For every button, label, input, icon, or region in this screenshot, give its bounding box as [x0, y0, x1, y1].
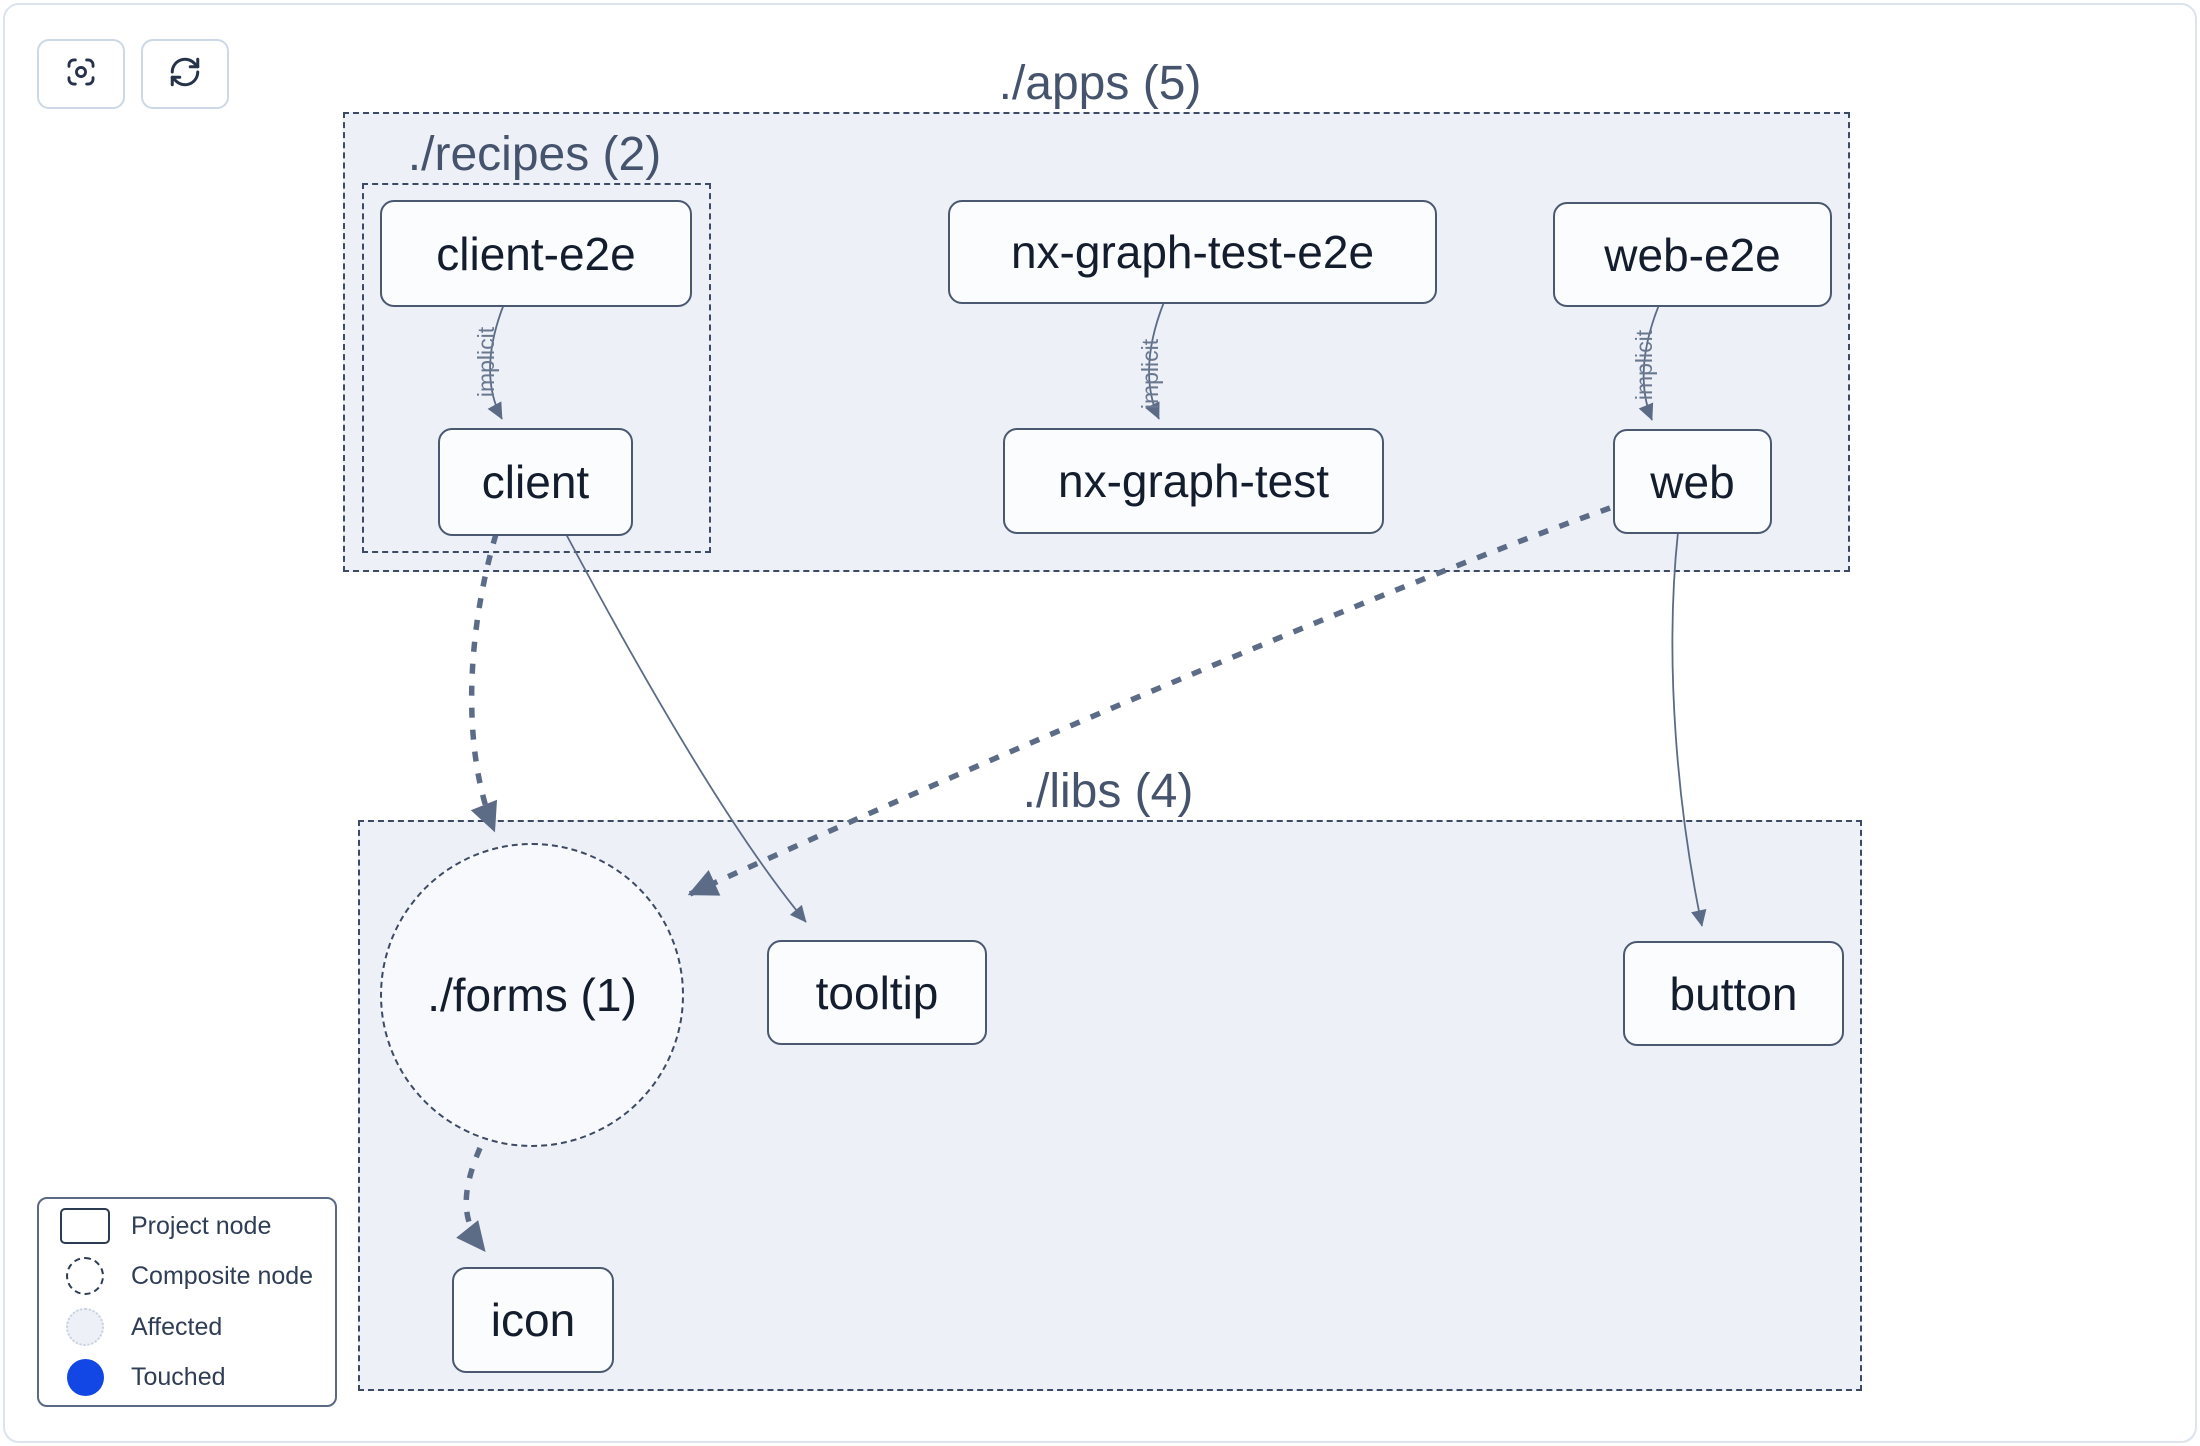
- legend-row-affected: Affected: [39, 1308, 335, 1346]
- legend-label-affected: Affected: [131, 1312, 223, 1341]
- project-node-nx-graph-test[interactable]: nx-graph-test: [1003, 428, 1384, 534]
- project-node-legend-icon: [39, 1208, 131, 1244]
- legend-row-touched: Touched: [39, 1359, 335, 1396]
- focus-view-button[interactable]: [37, 39, 125, 109]
- legend-label-touched: Touched: [131, 1363, 226, 1391]
- refresh-icon: [167, 54, 203, 95]
- focus-icon: [64, 55, 98, 94]
- refresh-button[interactable]: [141, 39, 229, 109]
- project-node-nx-graph-test-e2e[interactable]: nx-graph-test-e2e: [948, 200, 1437, 304]
- graph-toolbar: [37, 39, 229, 109]
- project-node-nx-graph-test-e2e-label: nx-graph-test-e2e: [1010, 226, 1375, 278]
- project-node-tooltip[interactable]: tooltip: [767, 940, 987, 1045]
- legend: Project node Composite node Affected Tou…: [37, 1197, 337, 1407]
- composite-node-legend-icon: [39, 1257, 131, 1295]
- project-node-web[interactable]: web: [1613, 429, 1772, 534]
- project-node-icon-label: icon: [490, 1294, 576, 1346]
- project-node-client-e2e-label: client-e2e: [436, 227, 636, 280]
- legend-label-composite-node: Composite node: [131, 1261, 314, 1290]
- project-node-button-label: button: [1669, 967, 1798, 1020]
- touched-legend-icon: [39, 1359, 131, 1396]
- group-apps-label: ./apps (5): [998, 57, 1202, 110]
- project-node-client[interactable]: client: [438, 428, 633, 536]
- project-node-icon[interactable]: icon: [452, 1267, 614, 1373]
- composite-node-forms[interactable]: ./forms (1): [380, 843, 684, 1147]
- project-node-client-label: client: [481, 456, 590, 508]
- project-node-web-e2e-label: web-e2e: [1604, 228, 1781, 281]
- project-node-web-e2e[interactable]: web-e2e: [1553, 202, 1832, 307]
- legend-label-project-node: Project node: [131, 1211, 272, 1240]
- composite-node-forms-label: ./forms (1): [427, 969, 637, 1021]
- group-recipes-label: ./recipes (2): [407, 128, 662, 181]
- project-node-button[interactable]: button: [1623, 941, 1844, 1046]
- project-node-web-label: web: [1650, 455, 1735, 508]
- affected-legend-icon: [39, 1308, 131, 1346]
- legend-row-project-node: Project node: [39, 1208, 335, 1244]
- project-node-tooltip-label: tooltip: [815, 966, 939, 1019]
- project-node-nx-graph-test-label: nx-graph-test: [1057, 455, 1329, 507]
- project-node-client-e2e[interactable]: client-e2e: [380, 200, 692, 307]
- legend-row-composite-node: Composite node: [39, 1257, 335, 1295]
- group-libs-label: ./libs (4): [1022, 765, 1194, 818]
